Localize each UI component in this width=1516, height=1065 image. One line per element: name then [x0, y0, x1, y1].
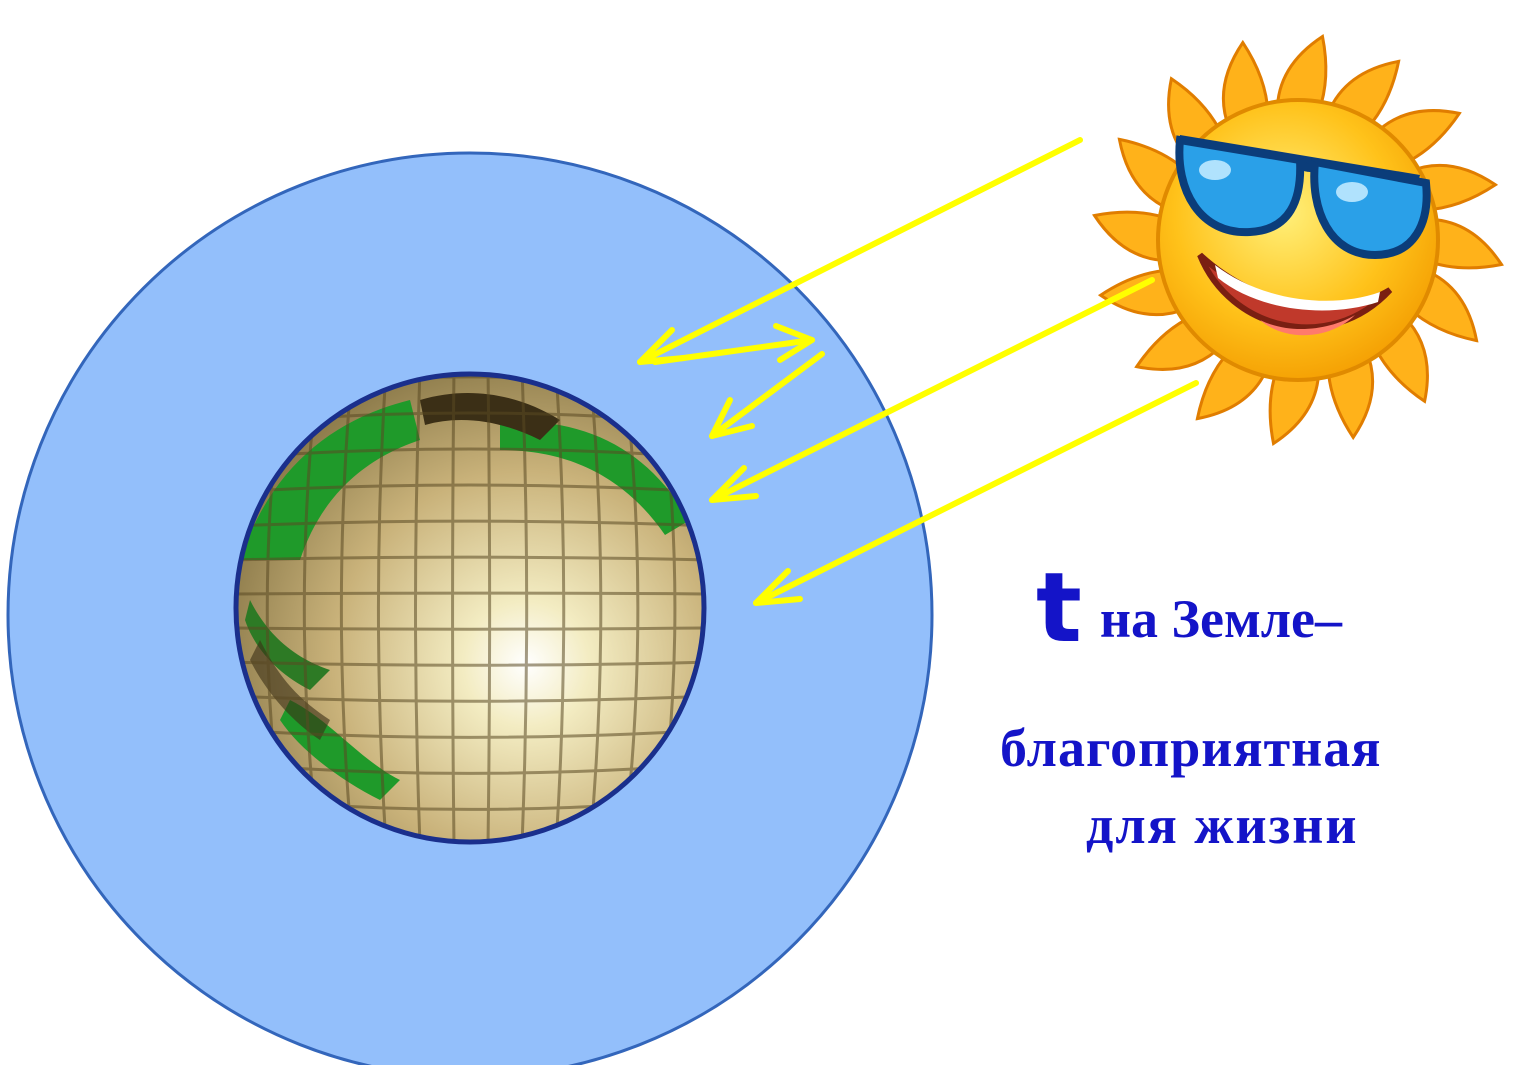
solar-radiation-arrows [637, 137, 1199, 606]
incoming-ray-3 [753, 380, 1199, 606]
caption-line-3: для жизни [1086, 795, 1359, 855]
sun-flame-ray [1424, 217, 1504, 270]
temperature-symbol: t [1036, 552, 1082, 664]
incoming-ray-1 [637, 137, 1083, 365]
caption-line-1-text: на Земле– [1099, 589, 1343, 649]
reflected-ray [652, 337, 815, 365]
sun-flame-ray [1092, 210, 1172, 263]
caption-line-2: благоприятная [1000, 718, 1382, 778]
reradiated-ray [709, 351, 825, 439]
sun-flame-ray [1268, 366, 1321, 446]
sun-with-sunglasses-icon [1092, 34, 1504, 446]
sun-flame-ray [1275, 34, 1328, 114]
incoming-ray-2 [709, 277, 1155, 503]
